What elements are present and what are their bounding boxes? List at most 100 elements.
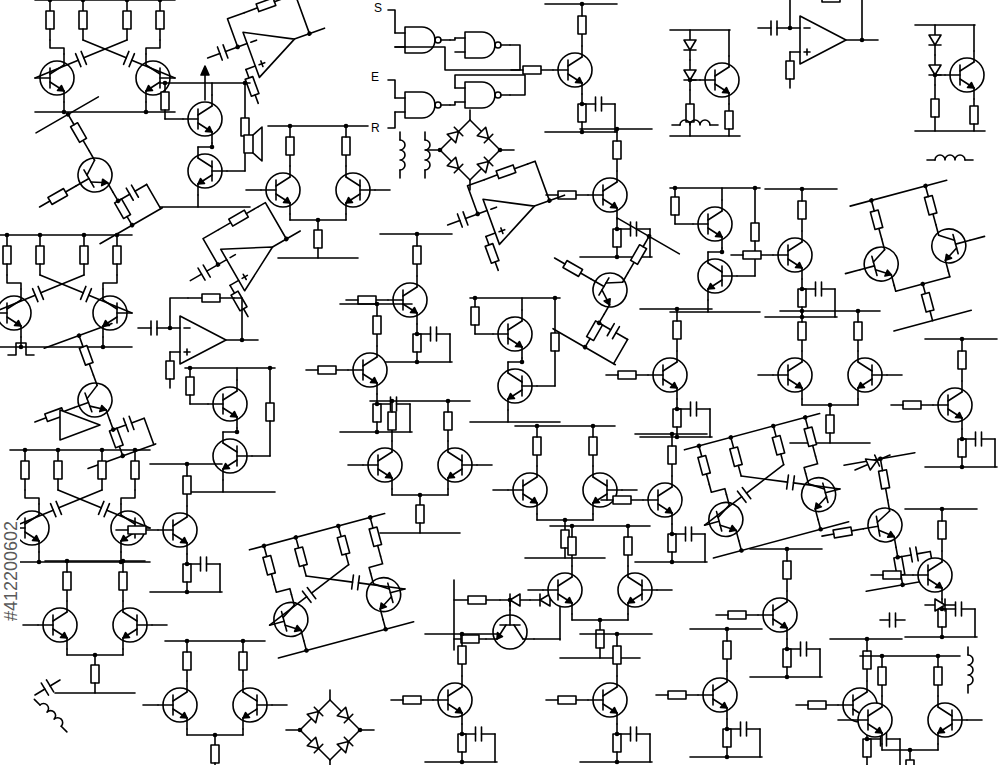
inductor-turns: [40, 701, 65, 726]
wire: [102, 289, 104, 300]
diode-symbol: [436, 146, 474, 184]
wire: [197, 147, 199, 158]
wire: [528, 589, 543, 591]
junction-dot: [268, 366, 273, 371]
diode-symbol: [296, 696, 334, 734]
wire: [399, 170, 401, 178]
wire: [786, 591, 788, 602]
wire: [214, 763, 216, 765]
wire: [536, 503, 538, 514]
wire: [707, 252, 709, 263]
diode-body: [307, 707, 323, 723]
resistor-body: [624, 537, 632, 555]
wire: [863, 526, 878, 529]
wire: [973, 124, 975, 131]
gate-bubble: [435, 102, 441, 108]
wire: [121, 490, 135, 504]
transistor-symbol: [553, 46, 592, 94]
transistor-stage-circuit: [601, 432, 707, 565]
resistor-body: [563, 261, 583, 277]
diode-body: [684, 40, 696, 50]
resistor-symbol: [63, 561, 71, 601]
wire: [670, 311, 760, 313]
wire: [707, 300, 709, 312]
resistor-symbol: [796, 701, 838, 709]
transistor-symbol: [859, 498, 906, 552]
wire: [708, 263, 722, 272]
wire: [894, 537, 896, 548]
wire: [603, 182, 617, 191]
wire: [649, 229, 651, 257]
gate-body: [465, 82, 495, 108]
wire: [948, 271, 950, 277]
wire: [82, 29, 84, 40]
resistor-body: [589, 437, 597, 455]
wire: [829, 433, 831, 443]
wire: [376, 383, 378, 394]
wire: [41, 275, 84, 293]
wire: [441, 104, 450, 106]
junction-dot: [120, 453, 126, 459]
wire: [746, 614, 758, 616]
junction-dot: [670, 560, 675, 565]
junction-dot: [940, 507, 945, 512]
wire: [915, 24, 975, 26]
wire: [467, 180, 494, 214]
resistor-symbol: [671, 188, 679, 224]
junction-dot: [547, 198, 553, 204]
wire: [834, 289, 836, 317]
junction-dot: [415, 232, 420, 237]
wire: [853, 692, 867, 701]
resistor-body: [558, 696, 576, 704]
capacitor-symbol: [111, 412, 147, 436]
junction-dot: [185, 590, 190, 595]
resistor-symbol: [589, 426, 597, 466]
wire: [522, 385, 537, 387]
wire: [376, 346, 378, 357]
junction-dot: [615, 255, 620, 260]
junction-dot: [498, 148, 503, 153]
wire: [230, 255, 235, 258]
wire: [970, 236, 984, 240]
junction-dot: [615, 760, 620, 765]
wire: [815, 282, 817, 296]
wire: [708, 211, 722, 220]
wire: [631, 499, 643, 501]
wire: [120, 504, 122, 515]
resistor-body: [128, 526, 146, 534]
wire: [973, 25, 975, 51]
emitter-arrow: [876, 728, 883, 734]
junction-dot: [110, 427, 116, 433]
wire: [7, 317, 21, 326]
wire: [927, 159, 935, 161]
gate-body: [405, 27, 435, 53]
wire: [965, 159, 973, 161]
junction-dot: [261, 543, 267, 549]
emitter-arrow: [243, 713, 250, 719]
wire: [348, 369, 363, 371]
resistor-body: [878, 667, 886, 685]
resistor-symbol: [458, 724, 466, 762]
junction-dot: [580, 130, 585, 135]
resistor-symbol: [582, 312, 608, 349]
wire: [173, 517, 187, 526]
resistor-symbol: [922, 185, 940, 226]
wire: [391, 430, 393, 441]
emitter-arrow: [15, 321, 22, 327]
capacitor-symbol: [700, 459, 788, 531]
diode-symbol: [853, 449, 893, 475]
resistor-symbol: [798, 189, 806, 231]
resistor-symbol: [413, 234, 421, 276]
wire: [126, 29, 128, 40]
wire: [801, 231, 803, 242]
wire: [223, 443, 237, 452]
wire: [184, 327, 190, 329]
wire: [710, 124, 718, 126]
capacitor-symbol: [115, 178, 151, 207]
wire: [747, 728, 761, 730]
wire: [773, 374, 788, 376]
wire: [346, 194, 360, 203]
wire: [244, 8, 257, 13]
transistor-stage-circuit: [891, 337, 997, 470]
wire: [222, 432, 224, 443]
